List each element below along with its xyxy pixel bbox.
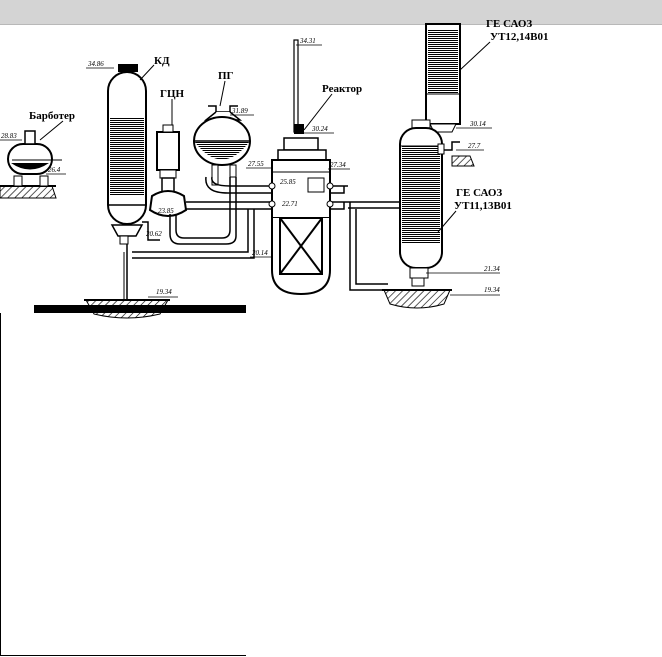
elev-reactor-right: 27.34 (330, 161, 346, 169)
elev-barboter-top: 28.83 (1, 132, 17, 140)
elev-pg-top: 31.89 (231, 107, 248, 115)
elev-ge-bottom-outlet: 21.34 (484, 265, 500, 273)
elev-kd-top: 34.86 (87, 60, 104, 68)
pressurizer (107, 64, 147, 300)
barboter (0, 130, 62, 199)
elev-floor-left: 19.34 (156, 288, 172, 296)
pg-label: ПГ (218, 70, 234, 82)
ge-bottom-code: УТ11,13В01 (454, 200, 512, 212)
reactor-vessel (268, 39, 334, 296)
barboter-label: Барботер (29, 110, 75, 122)
elev-rod-top: 34.31 (299, 37, 316, 45)
elev-reactor-head: 30.24 (311, 125, 328, 133)
elev-ge-floor: 19.34 (484, 286, 500, 294)
kd-foundation (85, 299, 169, 319)
accumulator-lower (399, 119, 475, 287)
elev-nozzle-upper: 27.55 (248, 160, 264, 168)
elev-pipe-long: 20.14 (252, 249, 268, 257)
ge-bottom-name: ГЕ САОЗ (456, 187, 502, 199)
kd-label: КД (154, 55, 170, 67)
elev-ge-top-tank: 30.14 (469, 120, 486, 128)
elev-reactor-lower: 22.71 (282, 200, 298, 208)
accumulator-upper (425, 23, 461, 133)
ge-top-code: УТ12,14В01 (490, 31, 549, 43)
elev-ge-top-nozzle: 27.7 (468, 142, 481, 150)
gcn-label: ГЦН (160, 88, 185, 100)
ge-foundation (383, 289, 451, 309)
elev-barboter-base: 26.4 (48, 166, 61, 174)
top-toolbar (0, 0, 662, 25)
elev-gcn: 23.85 (158, 207, 174, 215)
reactor-label: Реактор (322, 83, 362, 95)
main-circulation-pump (148, 124, 188, 217)
elev-reactor-mid: 25.85 (280, 178, 296, 186)
ge-top-name: ГЕ САОЗ (486, 18, 532, 30)
lower-panel-frame (0, 313, 246, 656)
elev-pipe-low: 20.62 (146, 230, 162, 238)
steam-generator (193, 105, 251, 186)
